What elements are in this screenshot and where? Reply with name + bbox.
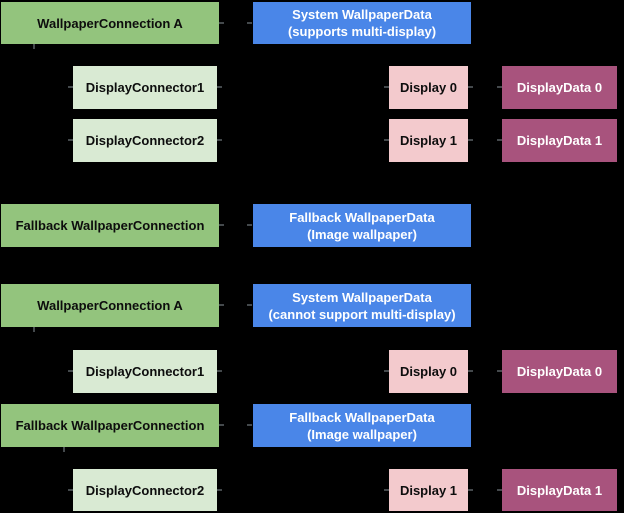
- s1-display-0-box: Display 0: [389, 66, 468, 109]
- s2-wallpaper-connection-a-label: WallpaperConnection A: [37, 298, 183, 313]
- connector-stub: [217, 139, 222, 141]
- s2-fallback-wallpaper-connection-box: Fallback WallpaperConnection: [1, 404, 219, 447]
- s1-display-data-1-label: DisplayData 1: [516, 133, 603, 148]
- s1-system-wallpaper-data-line2: (supports multi-display): [287, 24, 437, 39]
- s2-display-1-box: Display 1: [389, 469, 468, 511]
- connector-stub: [247, 224, 252, 226]
- connector-stub: [384, 139, 389, 141]
- connector-stub: [247, 424, 252, 426]
- s1-system-wallpaper-data-box: System WallpaperData (supports multi-dis…: [253, 2, 471, 44]
- connector-stub: [63, 447, 65, 452]
- connector-stub: [497, 489, 502, 491]
- s1-wallpaper-connection-a-box: WallpaperConnection A: [1, 2, 219, 44]
- connector-stub: [217, 489, 222, 491]
- s1-display-connector-1-box: DisplayConnector1: [73, 66, 217, 109]
- s1-display-data-0-label: DisplayData 0: [516, 80, 603, 95]
- s2-display-data-0-box: DisplayData 0: [502, 350, 617, 393]
- s2-display-connector-2-box: DisplayConnector2: [73, 469, 217, 511]
- connector-stub: [217, 86, 222, 88]
- connector-stub: [384, 370, 389, 372]
- s2-display-0-box: Display 0: [389, 350, 468, 393]
- connector-stub: [468, 139, 473, 141]
- connector-stub: [497, 86, 502, 88]
- connector-stub: [497, 370, 502, 372]
- s1-display-connector-1-label: DisplayConnector1: [85, 80, 205, 95]
- s1-display-connector-2-box: DisplayConnector2: [73, 119, 217, 162]
- s1-fallback-wallpaper-data-box: Fallback WallpaperData (Image wallpaper): [253, 204, 471, 247]
- s1-display-data-0-box: DisplayData 0: [502, 66, 617, 109]
- s2-display-0-label: Display 0: [399, 364, 458, 379]
- connector-stub: [219, 22, 224, 24]
- connector-stub: [247, 22, 252, 24]
- s1-system-wallpaper-data-line1: System WallpaperData: [292, 7, 432, 22]
- s2-fallback-wallpaper-data-line2: (Image wallpaper): [307, 426, 417, 442]
- s2-fallback-wallpaper-data-box: Fallback WallpaperData (Image wallpaper): [253, 404, 471, 447]
- s1-fallback-wallpaper-data-line1: Fallback WallpaperData: [289, 209, 435, 225]
- s2-system-wallpaper-data-line2: (cannot support multi-display): [268, 306, 456, 322]
- s2-display-connector-2-label: DisplayConnector2: [85, 482, 205, 498]
- connector-stub: [219, 424, 224, 426]
- s1-display-1-label: Display 1: [399, 133, 458, 148]
- connector-stub: [468, 370, 473, 372]
- s1-fallback-wallpaper-data-line2: (Image wallpaper): [307, 226, 417, 242]
- connector-stub: [384, 489, 389, 491]
- s1-fallback-wallpaper-connection-label: Fallback WallpaperConnection: [15, 218, 205, 233]
- s1-display-connector-2-label: DisplayConnector2: [85, 133, 205, 148]
- s1-display-1-box: Display 1: [389, 119, 468, 162]
- s2-display-data-1-box: DisplayData 1: [502, 469, 617, 511]
- s2-system-wallpaper-data-line1: System WallpaperData: [292, 289, 432, 305]
- connector-stub: [33, 327, 35, 332]
- s1-display-data-1-box: DisplayData 1: [502, 119, 617, 162]
- connector-stub: [219, 304, 224, 306]
- s2-display-data-0-label: DisplayData 0: [516, 364, 603, 379]
- connector-stub: [468, 86, 473, 88]
- connector-stub: [68, 86, 73, 88]
- connector-stub: [247, 304, 252, 306]
- connector-stub: [68, 370, 73, 372]
- s2-display-1-label: Display 1: [399, 482, 458, 498]
- s1-wallpaper-connection-a-label: WallpaperConnection A: [37, 15, 183, 31]
- s1-display-0-label: Display 0: [399, 80, 458, 95]
- s2-fallback-wallpaper-connection-label: Fallback WallpaperConnection: [15, 418, 205, 433]
- connector-stub: [33, 44, 35, 49]
- s2-display-data-1-label: DisplayData 1: [516, 482, 603, 498]
- connector-stub: [219, 224, 224, 226]
- connector-stub: [68, 489, 73, 491]
- connector-stub: [468, 489, 473, 491]
- connector-stub: [497, 139, 502, 141]
- s1-fallback-wallpaper-connection-box: Fallback WallpaperConnection: [1, 204, 219, 247]
- connector-stub: [217, 370, 222, 372]
- s2-system-wallpaper-data-box: System WallpaperData (cannot support mul…: [253, 284, 471, 327]
- connector-stub: [384, 86, 389, 88]
- s2-display-connector-1-box: DisplayConnector1: [73, 350, 217, 393]
- s2-fallback-wallpaper-data-line1: Fallback WallpaperData: [289, 409, 435, 425]
- s2-display-connector-1-label: DisplayConnector1: [85, 364, 205, 379]
- connector-stub: [68, 139, 73, 141]
- s2-wallpaper-connection-a-box: WallpaperConnection A: [1, 284, 219, 327]
